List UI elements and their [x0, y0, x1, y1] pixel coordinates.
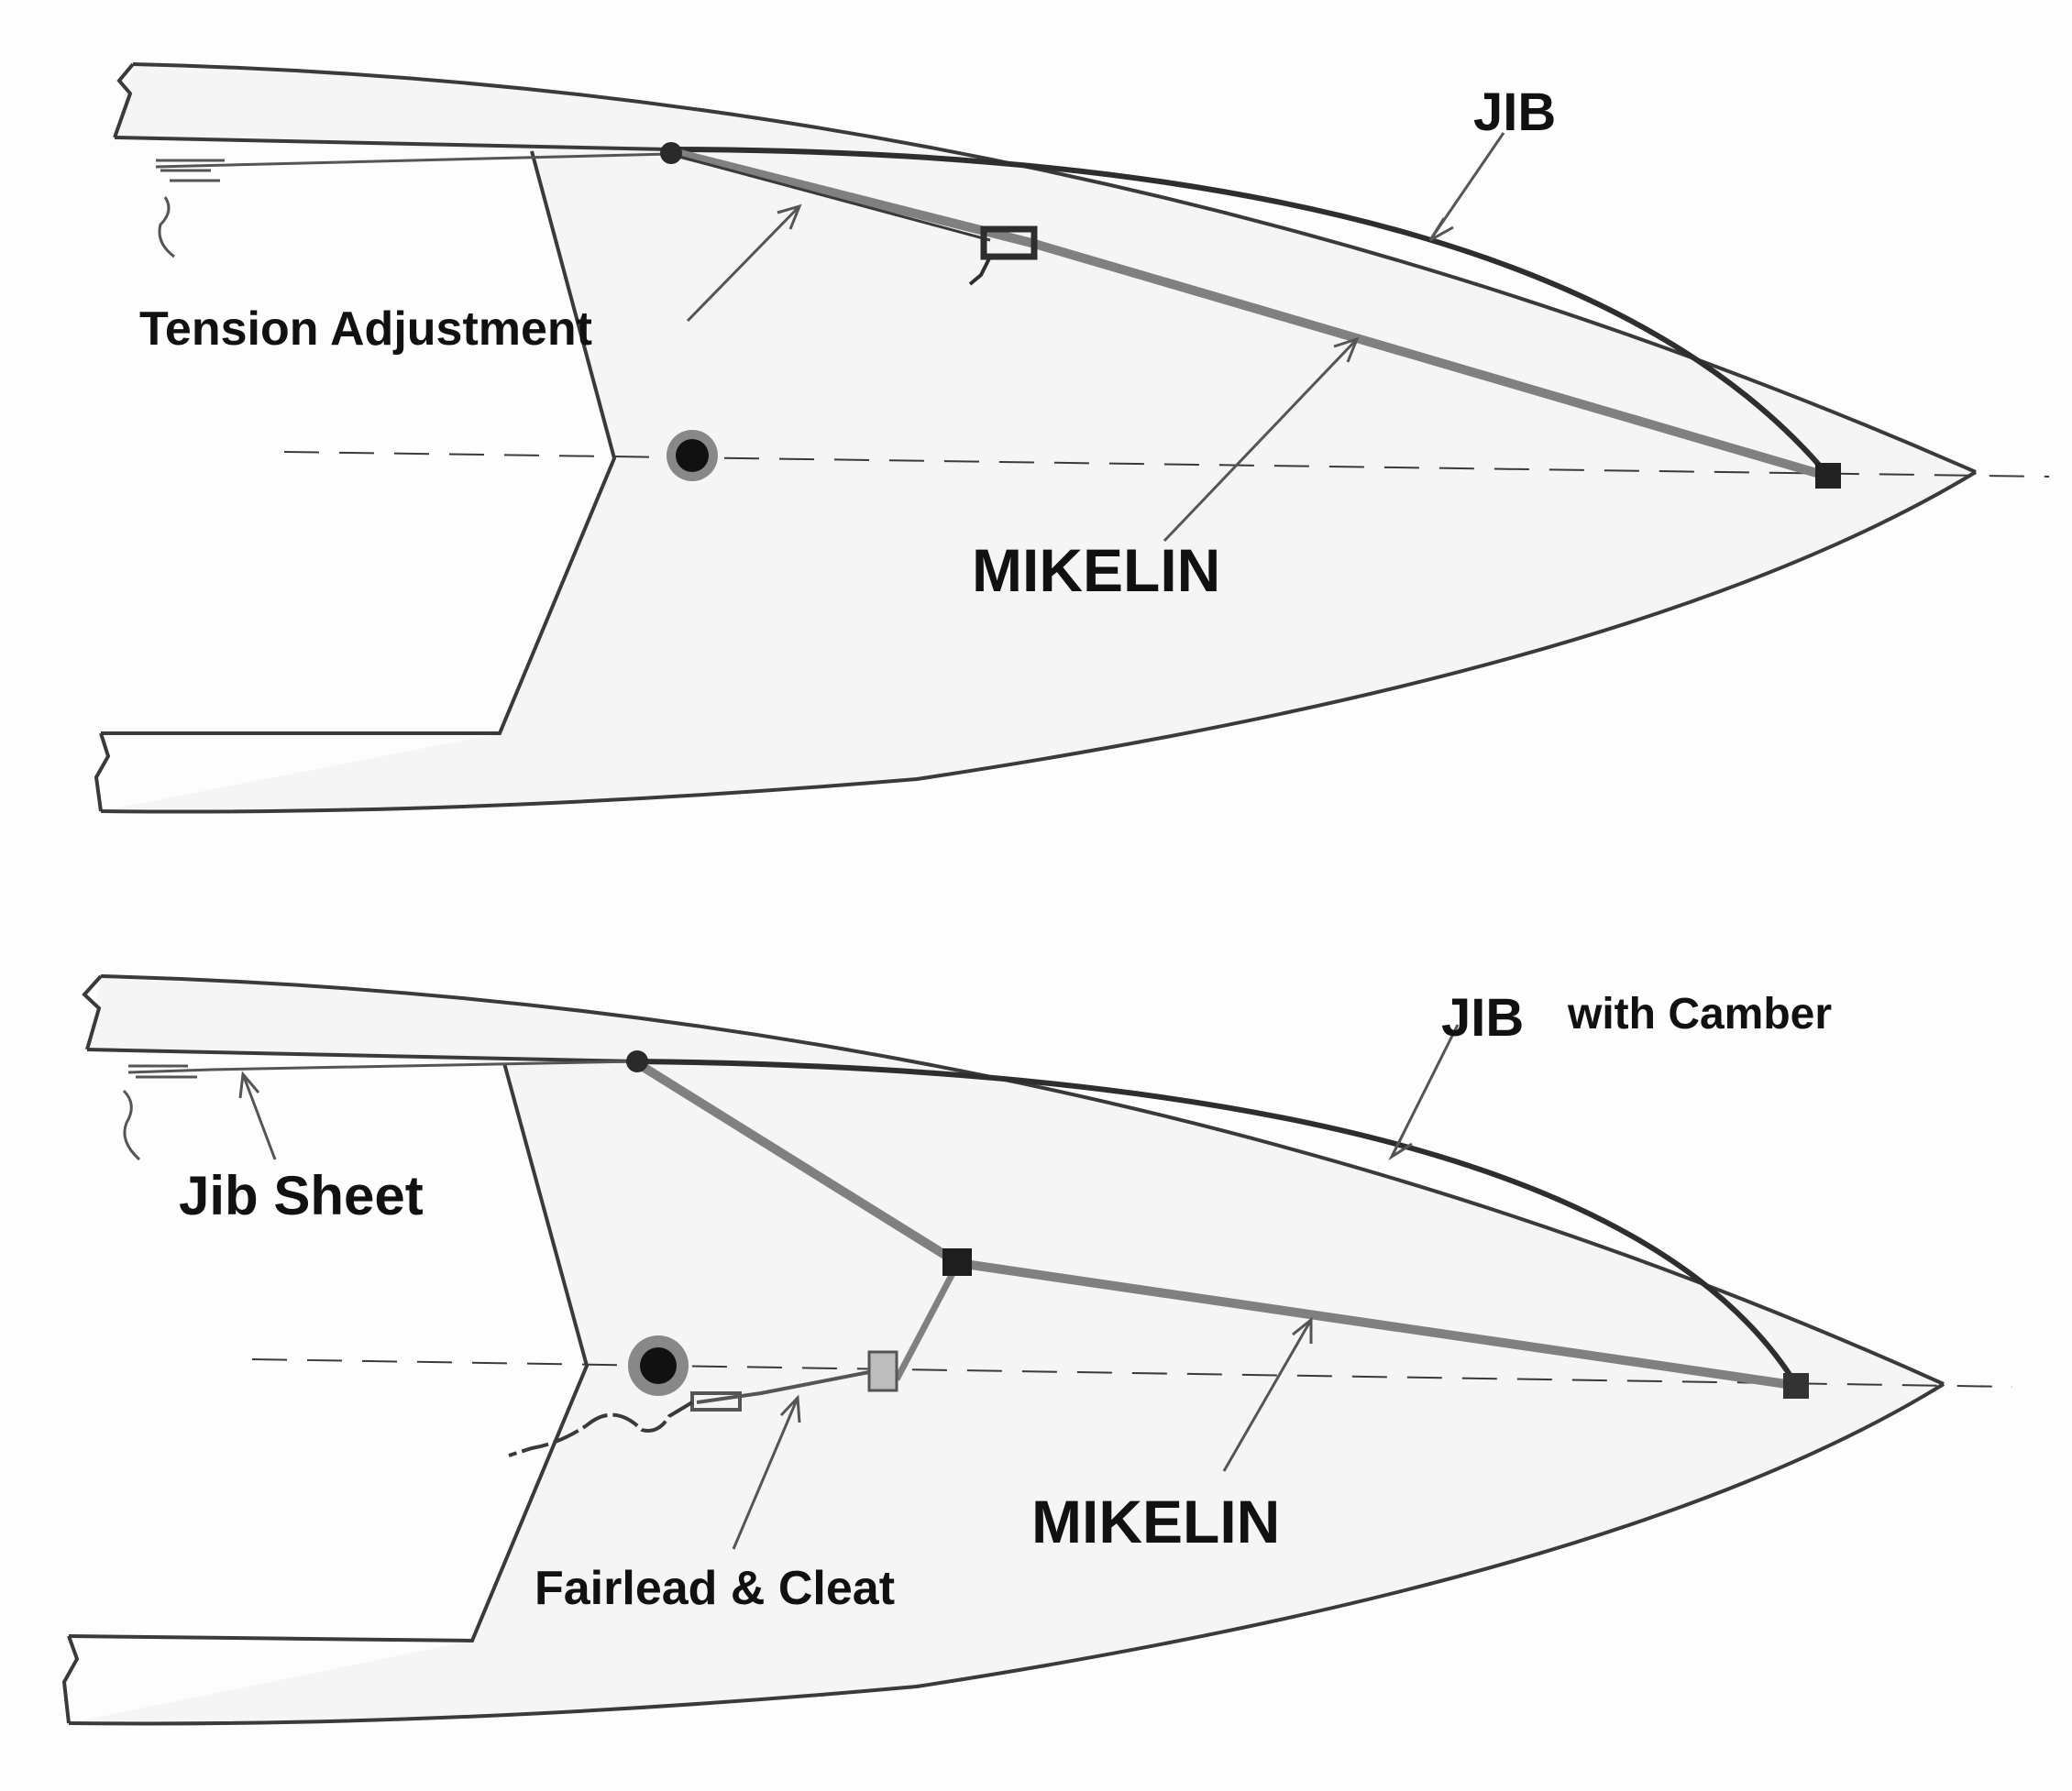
bottom-line-tail	[508, 1401, 694, 1457]
top-break-lower	[94, 732, 111, 812]
bottom-mikelin-leader	[1222, 1319, 1313, 1472]
top-mikelin-leader	[1163, 337, 1359, 543]
bottom-mikelin-arrowhead	[1292, 1316, 1313, 1344]
bottom-hull-fill	[69, 976, 1944, 1724]
top-tension-block-icon	[980, 225, 1038, 260]
bottom-break-upper	[82, 974, 103, 1050]
bottom-fairlead-label: Fairlead & Cleat	[535, 1562, 895, 1615]
top-tension-label: Tension Adjustment	[139, 302, 592, 356]
bottom-lower-gunwale	[68, 1382, 1945, 1726]
bottom-centerline	[251, 1358, 2013, 1388]
top-cockpit-v	[101, 150, 617, 735]
bottom-jib-curve	[636, 1059, 1800, 1388]
bottom-diagram: JIB with Camber Jib Sheet Fairlead & Cle…	[61, 974, 2013, 1726]
bottom-jib-suffix-label: with Camber	[1567, 990, 1832, 1038]
bottom-cockpit-v	[68, 1062, 590, 1643]
top-inner-upper	[114, 136, 670, 151]
top-lower-gunwale	[100, 470, 1978, 814]
bottom-mast-core	[640, 1347, 677, 1384]
bottom-fairlead-arrowhead	[779, 1394, 801, 1423]
top-tension-tail	[968, 256, 992, 286]
bottom-jib-sheet	[127, 1060, 638, 1074]
bottom-upper-gunwale	[100, 974, 1945, 1386]
bottom-break-lower	[61, 1635, 80, 1724]
top-clew-point	[660, 142, 682, 164]
bottom-sheet-tail-icon	[122, 1064, 197, 1161]
top-mast-core	[676, 439, 709, 472]
top-tension-leader	[686, 204, 801, 323]
bottom-mikelin-down	[893, 1261, 962, 1381]
top-break-upper	[113, 62, 135, 138]
bottom-inner-upper	[86, 1048, 638, 1063]
top-hull-fill	[101, 64, 1976, 812]
bottom-jib-arrowhead	[1388, 1134, 1413, 1161]
bottom-cleat-icon	[690, 1391, 742, 1412]
bottom-control-line	[696, 1370, 870, 1404]
top-upper-gunwale	[132, 62, 1977, 474]
bottom-jibsheet-leader	[241, 1073, 277, 1160]
top-centerline	[283, 451, 2050, 478]
top-tack-anchor-icon	[1815, 463, 1841, 489]
bottom-mikelin-label: MIKELIN	[1031, 1488, 1280, 1555]
bottom-fairlead-icon	[867, 1350, 898, 1392]
top-mikelin-arrowhead	[1333, 336, 1360, 363]
bottom-tack-anchor-icon	[1783, 1373, 1809, 1399]
top-tension-arrowhead	[777, 203, 802, 230]
top-jib-arrowhead	[1428, 217, 1454, 242]
top-mikelin-label: MIKELIN	[972, 536, 1220, 604]
bottom-jib-label: JIB	[1441, 988, 1524, 1048]
bottom-jibsheet-label: Jib Sheet	[179, 1165, 424, 1226]
top-jib-sheet	[155, 152, 670, 169]
bottom-block-icon	[942, 1248, 972, 1276]
bottom-clew-point	[626, 1050, 648, 1072]
top-jib-label: JIB	[1473, 82, 1556, 142]
top-diagram: JIB Tension Adjustment MIKELIN	[94, 62, 2050, 814]
top-mikelin-secondary	[668, 152, 991, 242]
bottom-fairlead-leader	[732, 1397, 799, 1550]
top-sheet-tail-icon	[156, 159, 225, 258]
top-jib-curve	[668, 147, 1832, 478]
bottom-jibsheet-arrowhead	[238, 1071, 260, 1099]
